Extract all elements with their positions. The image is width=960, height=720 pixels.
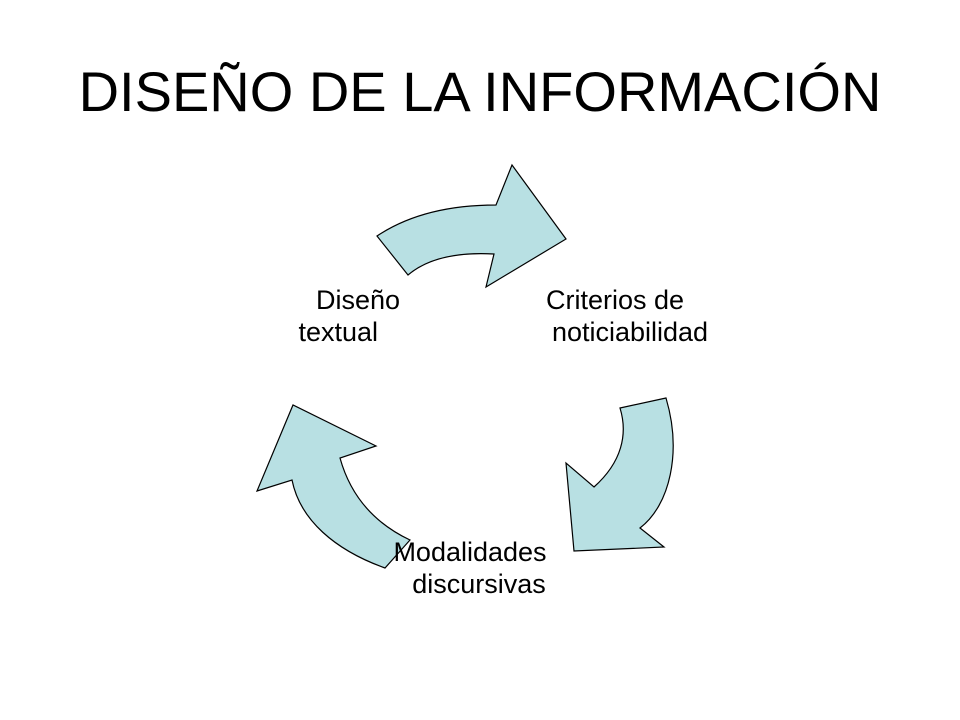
node-label-modalidades: Modalidades discursivas [370,536,570,600]
cycle-arrow-right-shape [565,397,674,552]
cycle-arrow-right [565,397,674,552]
node-label-modalidades-line1: Modalidades [393,537,547,567]
node-label-criterios-line1: Criterios de [545,285,685,315]
cycle-arrow-top [376,163,567,289]
node-label-criterios: Criterios de noticiabilidad [530,284,730,348]
cycle-arrow-top-shape [376,163,567,289]
cycle-arrow-left [255,404,411,569]
node-label-diseno: Diseño textual [230,284,400,348]
node-label-criterios-line2: noticiabilidad [551,317,709,347]
slide-title: DISEÑO DE LA INFORMACIÓN [78,60,882,123]
node-label-modalidades-line2: discursivas [412,569,546,599]
cycle-arrow-left-shape [255,404,411,569]
node-label-diseno-line2: textual [298,317,378,347]
node-label-diseno-line1: Diseño [315,285,400,315]
